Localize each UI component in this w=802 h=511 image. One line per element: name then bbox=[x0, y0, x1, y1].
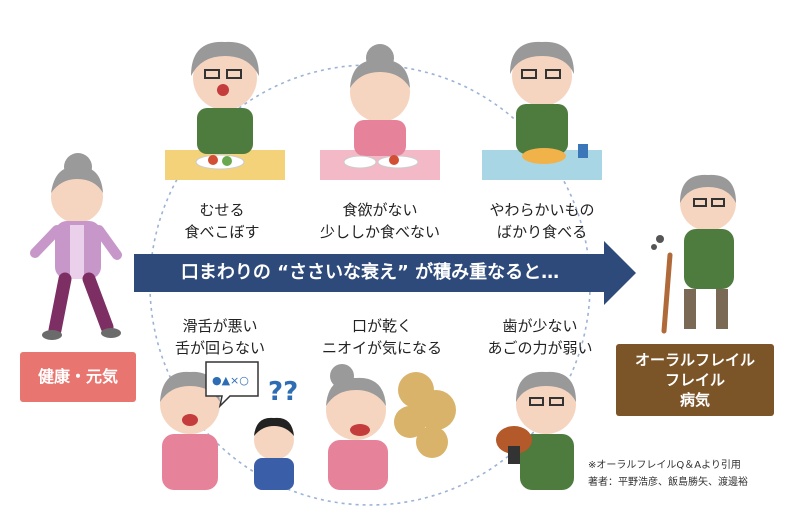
healthy-woman-illustration bbox=[30, 153, 122, 340]
source-note: ※オーラルフレイルQ＆Aより引用 bbox=[588, 460, 741, 471]
frailty-label-oral: オーラルフレイル bbox=[634, 351, 755, 369]
frail-man-with-cane-illustration bbox=[651, 174, 736, 334]
frailty-label-frailty: フレイル bbox=[664, 371, 725, 389]
frailty-label-illness: 病気 bbox=[679, 391, 710, 409]
caption-slurred-speech: 滑舌が悪い 舌が回らない bbox=[174, 317, 265, 357]
dry-mouth-illustration bbox=[326, 364, 456, 490]
choking-man-illustration bbox=[165, 41, 285, 180]
soft-food-man-illustration bbox=[482, 41, 602, 180]
frailty-status-box: オーラルフレイル フレイル 病気 bbox=[616, 344, 774, 416]
authors-note: 著者：平野浩彦、飯島勝矢、渡邊裕 bbox=[588, 477, 748, 488]
no-appetite-woman-illustration bbox=[320, 44, 440, 180]
caption-dry-mouth: 口が乾く ニオイが気になる bbox=[321, 317, 442, 357]
healthy-status-box: 健康・元気 bbox=[20, 352, 136, 402]
arrow-label: 口まわりの “ささいな衰え” が積み重なると… bbox=[180, 262, 560, 283]
slurred-speech-illustration: ●▲×○ ?? bbox=[160, 361, 298, 490]
caption-weak-jaw: 歯が少ない あごの力が弱い bbox=[487, 317, 593, 357]
caption-choking: むせる 食べこぼす bbox=[184, 201, 260, 241]
svg-text:??: ?? bbox=[268, 377, 298, 407]
caption-soft-food: やわらかいもの ばかり食べる bbox=[489, 201, 595, 241]
caption-no-appetite: 食欲がない 少ししか食べない bbox=[319, 201, 440, 241]
svg-text:●▲×○: ●▲×○ bbox=[212, 374, 249, 387]
weak-jaw-man-illustration bbox=[496, 371, 576, 490]
